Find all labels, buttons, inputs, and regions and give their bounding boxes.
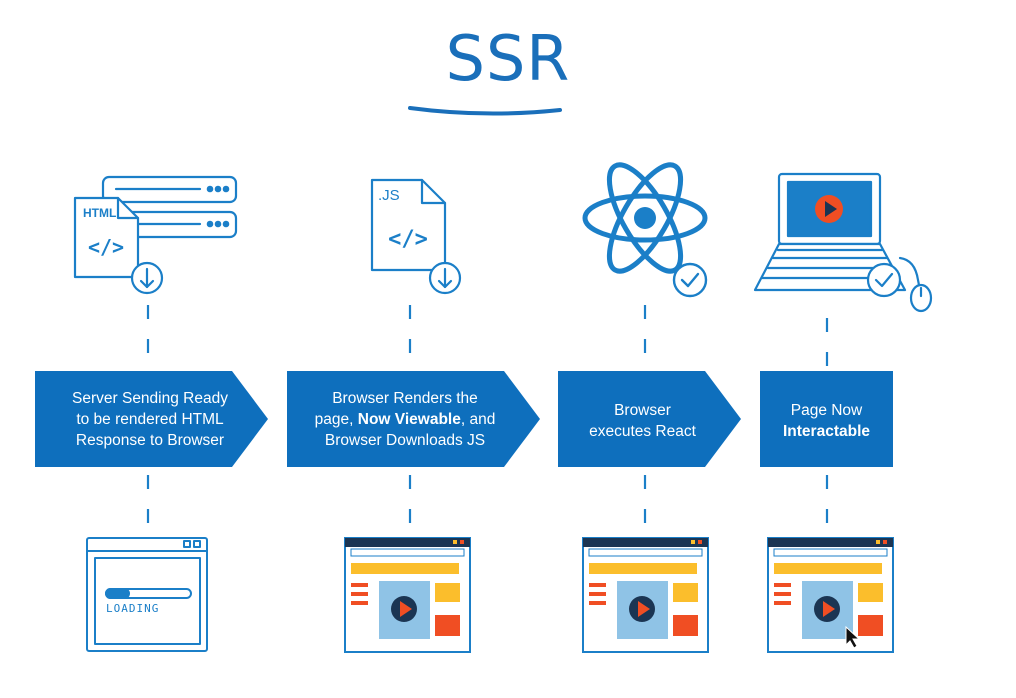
now-viewable-emphasis: Now Viewable [357, 411, 461, 428]
step-label-2: Browser Renders the page, Now Viewable, … [290, 388, 520, 451]
step-label-4: Page Now Interactable [760, 400, 893, 442]
rendered-page-icon-3 [582, 537, 709, 653]
step-banner-1 [35, 371, 268, 467]
mouse-cursor-icon [845, 625, 861, 649]
loading-browser-icon [86, 537, 208, 652]
interactable-emphasis: Interactable [782, 423, 870, 440]
step-banner-3 [558, 371, 741, 467]
laptop-icon [753, 172, 933, 313]
html-file-label: HTML [83, 206, 116, 220]
js-code-icon: </> [388, 227, 428, 252]
html-code-icon: </> [88, 235, 124, 259]
step-1-line-2: to be rendered HTML [76, 411, 224, 428]
step-banners [35, 371, 893, 467]
title-underline [408, 106, 562, 116]
react-atom-icon [582, 162, 708, 274]
diagram-title: SSR [445, 22, 571, 95]
step-3-line-2: executes React [589, 423, 696, 440]
step-2-line-3: Browser Downloads JS [324, 432, 486, 449]
js-file-icon [370, 178, 462, 295]
step-banner-2 [287, 371, 540, 467]
step-label-1: Server Sending Ready to be rendered HTML… [40, 388, 260, 451]
step-1-line-3: Response to Browser [75, 432, 225, 449]
step-4-line-1: Page Now [790, 402, 863, 419]
step-banner-4 [760, 371, 893, 467]
dashed-connectors [146, 305, 829, 535]
check-icon [672, 262, 708, 298]
html-server-icon [73, 175, 238, 295]
step-4-line-2: Interactable [760, 421, 893, 442]
js-file-label: .JS [378, 187, 400, 204]
step-1-line-1: Server Sending Ready [72, 390, 228, 407]
loading-text: LOADING [106, 602, 159, 615]
step-2-line-1: Browser Renders the [332, 390, 478, 407]
step-label-3: Browser executes React [560, 400, 725, 442]
laptop-play-icon [815, 195, 843, 223]
rendered-page-icon-2 [344, 537, 471, 653]
step-3-line-1: Browser [614, 402, 671, 419]
rendered-page-icon-4 [767, 537, 894, 653]
step-2-line-2: page, Now Viewable, and [314, 411, 496, 428]
